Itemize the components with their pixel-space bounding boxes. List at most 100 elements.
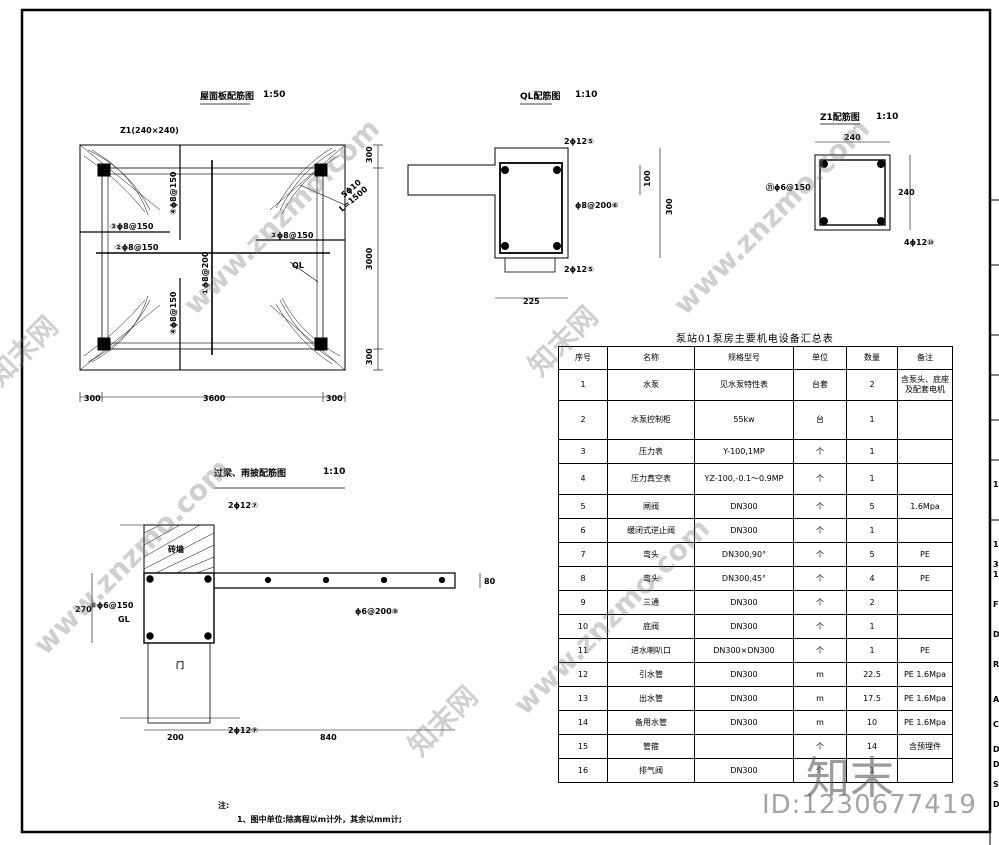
cell-unit: 个 xyxy=(793,518,847,543)
cell-qty: 1 xyxy=(846,638,898,663)
cell-unit: 个 xyxy=(793,463,847,495)
title-block-letter: 1 xyxy=(993,480,999,489)
plan-dim-top: 300 xyxy=(365,146,374,163)
cell-name: 水泵 xyxy=(607,369,695,401)
lintel-dim-w1: 200 xyxy=(167,733,184,742)
title-block-letter: 1 xyxy=(993,570,999,579)
cell-qty: 5 xyxy=(846,542,898,567)
title-block-letter: A xyxy=(993,695,999,704)
cell-remark: PE 1.6Mpa xyxy=(897,710,953,735)
title-block-letter: D xyxy=(993,630,999,639)
lintel-scale: 1:10 xyxy=(323,467,346,477)
cell-spec: DN300 xyxy=(694,710,794,735)
ql-scale: 1:10 xyxy=(575,90,598,100)
cell-spec: YZ-100,-0.1～0.9MP xyxy=(694,463,794,495)
cell-name: 引水管 xyxy=(607,662,695,687)
cell-unit: 个 xyxy=(793,734,847,759)
cell-remark: 含预埋件 xyxy=(897,734,953,759)
ql-title: QL配筋图 xyxy=(520,92,561,102)
brand-logo: 知末 xyxy=(806,753,894,804)
cell-name: 弯头 xyxy=(607,566,695,591)
col-header-name: 名称 xyxy=(607,346,695,370)
ql-stirrup: ϕ8@200⑥ xyxy=(575,201,619,210)
title-block-letter: S xyxy=(993,780,999,789)
cell-remark: 1.6Mpa xyxy=(897,494,953,519)
table-header-row: 序号 名称 规格型号 单位 数量 备注 xyxy=(558,346,953,370)
drawing-id: ID:1230677419 xyxy=(762,790,977,820)
cell-remark xyxy=(897,758,953,783)
cell-no: 5 xyxy=(558,494,608,519)
cell-qty: 1 xyxy=(846,439,898,464)
ql-dim-width: 225 xyxy=(523,297,540,306)
plan-rebar-4a: ④ϕ8@150 xyxy=(169,171,178,215)
lintel-bottom-bar: 2ϕ12⑦ xyxy=(228,726,258,735)
cell-spec: DN300 xyxy=(694,686,794,711)
cell-remark xyxy=(897,463,953,495)
cell-spec: 55kw xyxy=(694,400,794,440)
ql-dim-step: 100 xyxy=(643,170,652,187)
plan-scale: 1:50 xyxy=(263,90,286,100)
lintel-dim-height: 270 xyxy=(75,605,92,614)
cell-unit: 个 xyxy=(793,494,847,519)
cell-unit: 个 xyxy=(793,566,847,591)
plan-title: 屋面板配筋图 xyxy=(200,92,255,102)
cell-name: 弯头 xyxy=(607,542,695,567)
cell-no: 3 xyxy=(558,439,608,464)
cell-no: 9 xyxy=(558,590,608,615)
col-header-spec: 规格型号 xyxy=(694,346,794,370)
cell-remark: PE xyxy=(897,542,953,567)
plan-dim-height: 3000 xyxy=(365,247,374,270)
cell-name: 压力表 xyxy=(607,439,695,464)
cell-qty: 17.5 xyxy=(846,686,898,711)
cell-name: 出水管 xyxy=(607,686,695,711)
plan-ql-label: QL xyxy=(292,261,304,270)
cell-remark xyxy=(897,614,953,639)
lintel-dim-thickness: 80 xyxy=(484,577,496,586)
roof-slab-plan xyxy=(79,103,383,402)
cell-spec: DN300×DN300 xyxy=(694,638,794,663)
lintel-title: 过梁、雨披配筋图 xyxy=(214,469,287,479)
plan-dim-right: 300 xyxy=(326,394,343,403)
notes-heading: 注: xyxy=(218,801,230,810)
cell-qty: 1 xyxy=(846,400,898,440)
cell-unit: m xyxy=(793,710,847,735)
cell-qty: 14 xyxy=(846,734,898,759)
z1-title: Z1配筋图 xyxy=(820,113,860,123)
z1-bars: 4ϕ12⑩ xyxy=(904,238,934,247)
col-header-remark: 备注 xyxy=(897,346,953,370)
plan-rebar-2: ②ϕ8@150 xyxy=(115,243,159,252)
cell-spec xyxy=(694,734,794,759)
ql-dim-height: 300 xyxy=(665,198,674,215)
title-block-letter: 3 xyxy=(993,560,999,569)
cell-qty: 1 xyxy=(846,614,898,639)
cell-qty: 1 xyxy=(846,518,898,543)
z1-dim-width: 240 xyxy=(844,133,861,142)
cell-spec: DN300,45° xyxy=(694,566,794,591)
col-header-qty: 数量 xyxy=(846,346,898,370)
cell-remark xyxy=(897,400,953,440)
cell-no: 1 xyxy=(558,369,608,401)
cell-remark: PE 1.6Mpa xyxy=(897,662,953,687)
cell-remark xyxy=(897,590,953,615)
cell-no: 6 xyxy=(558,518,608,543)
cell-no: 14 xyxy=(558,710,608,735)
cell-remark: 含泵头、底座及配套电机 xyxy=(897,369,953,401)
cell-remark xyxy=(897,439,953,464)
cell-unit: 个 xyxy=(793,542,847,567)
cell-qty: 1 xyxy=(846,463,898,495)
cell-unit: m xyxy=(793,686,847,711)
z1-section xyxy=(814,123,911,231)
cell-name: 排气阀 xyxy=(607,758,695,783)
cell-unit: 个 xyxy=(793,614,847,639)
